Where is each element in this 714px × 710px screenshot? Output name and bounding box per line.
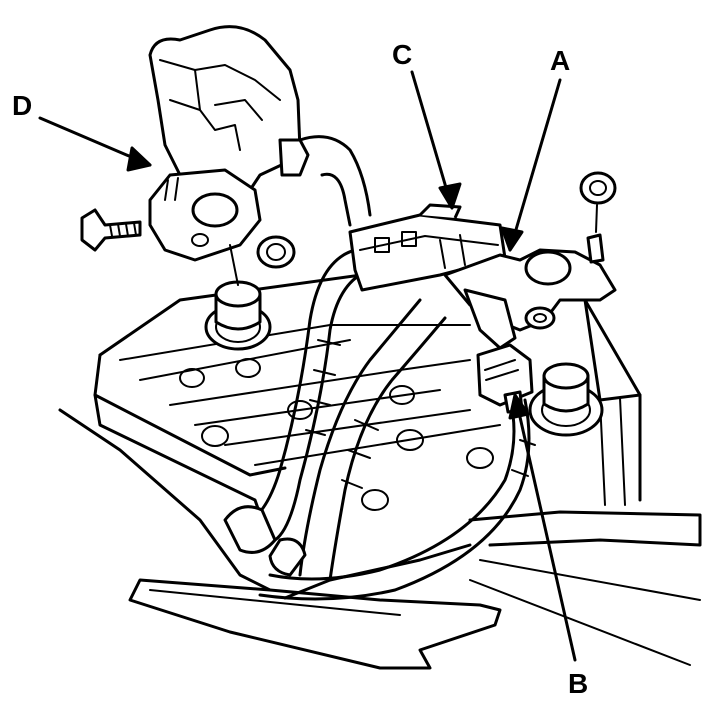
cell-caps xyxy=(179,358,494,511)
terminal-a-assembly xyxy=(443,171,617,350)
negative-post xyxy=(204,280,272,351)
leader-arrows xyxy=(38,70,577,662)
positive-post xyxy=(528,362,604,437)
arrow-c xyxy=(410,70,454,210)
callout-label-c: C xyxy=(392,39,412,70)
arrow-a xyxy=(508,78,562,252)
arrow-b xyxy=(513,393,577,662)
callout-label-a: A xyxy=(550,45,570,76)
connector-c xyxy=(348,203,507,292)
callout-label-d: D xyxy=(12,90,32,121)
wiring-harness xyxy=(223,135,536,601)
terminal-d-assembly xyxy=(80,25,310,286)
callout-label-b: B xyxy=(568,668,588,699)
hold-down-bracket xyxy=(58,408,702,670)
